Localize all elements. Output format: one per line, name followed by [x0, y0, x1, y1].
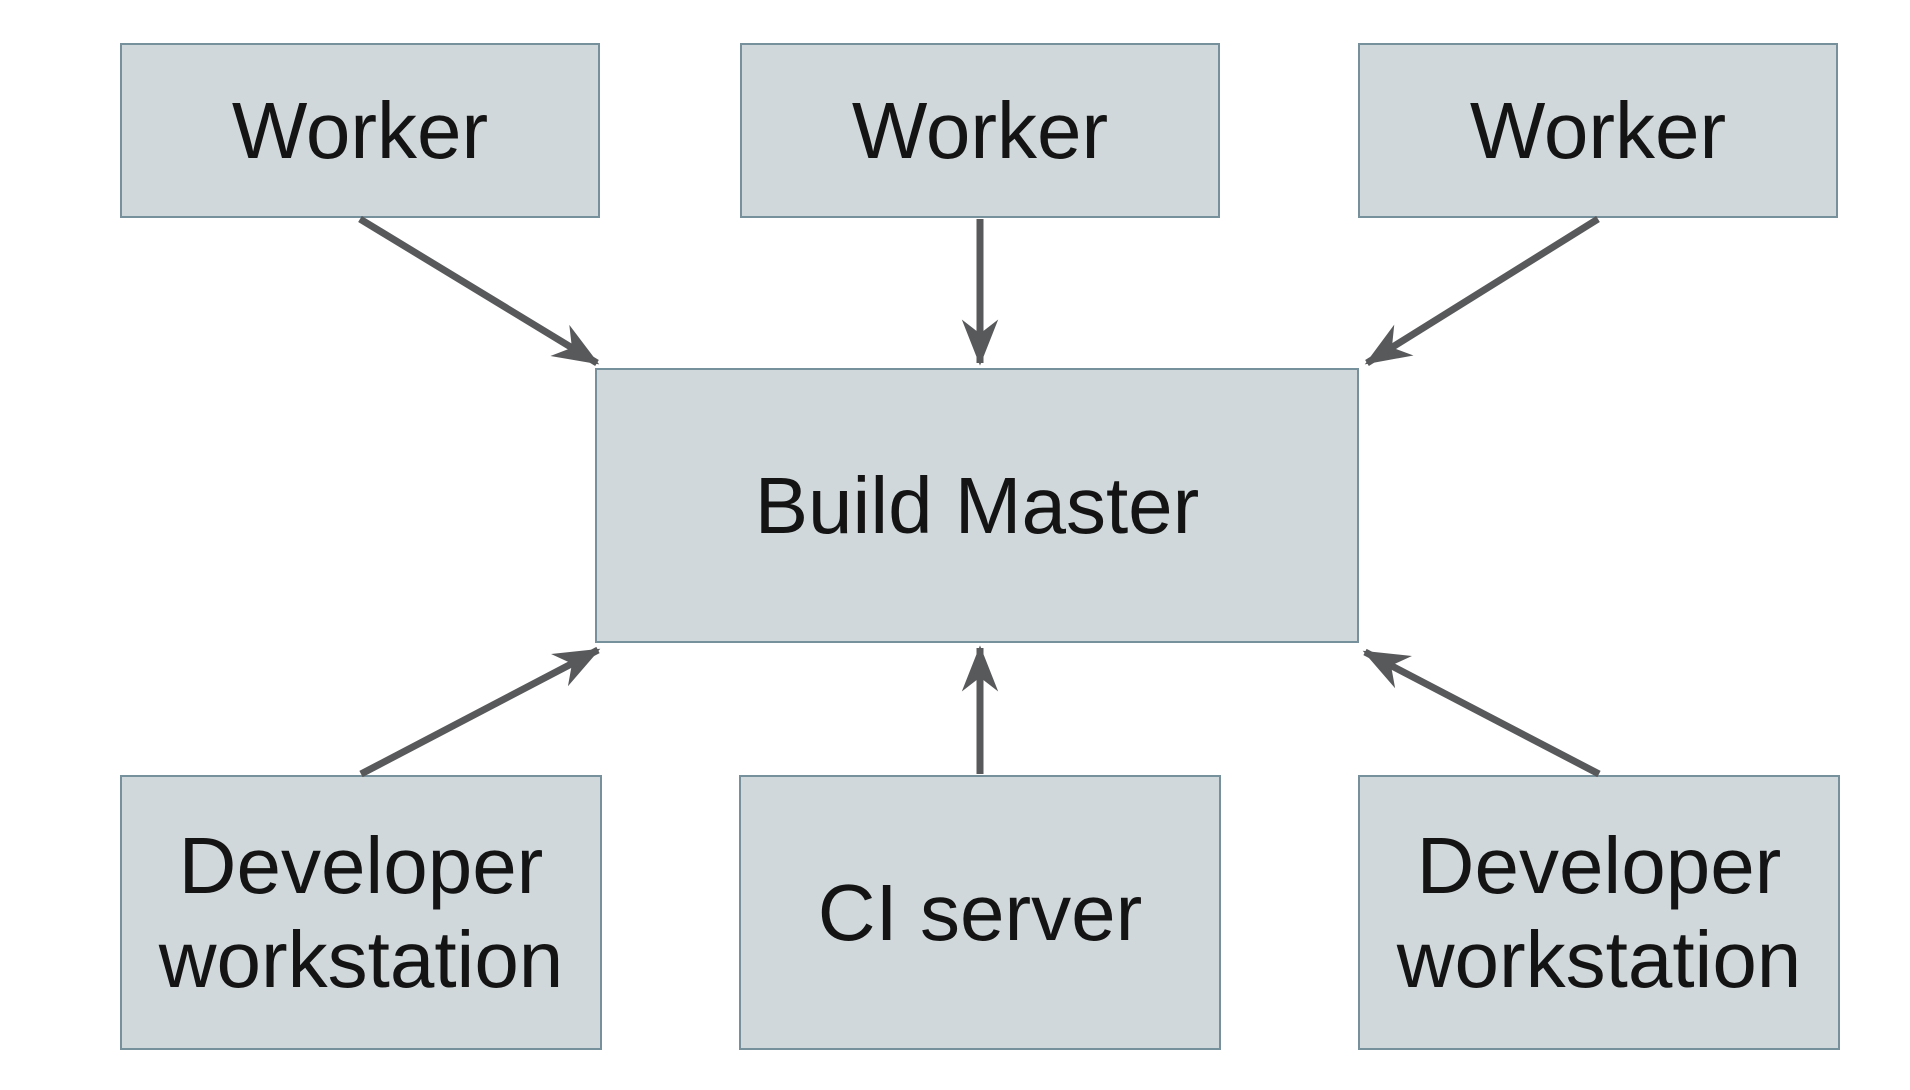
edge-worker-1-to-build-master [358, 216, 600, 366]
node-build-master-label: Build Master [754, 460, 1200, 550]
node-ci-server: CI server [739, 775, 1221, 1050]
node-developer-workstation-right-label: Developer workstation [1396, 820, 1802, 1004]
node-worker-3: Worker [1358, 43, 1838, 218]
edge-dev-workstation-right-to-build-master [1362, 648, 1601, 778]
edge-dev-workstation-left-to-build-master [359, 646, 601, 778]
node-developer-workstation-right: Developer workstation [1358, 775, 1840, 1050]
node-worker-1: Worker [120, 43, 600, 218]
node-worker-2: Worker [740, 43, 1220, 218]
node-worker-2-label: Worker [851, 85, 1109, 175]
edge-worker-3-to-build-master [1364, 216, 1600, 366]
node-developer-workstation-left: Developer workstation [120, 775, 602, 1050]
node-worker-3-label: Worker [1469, 85, 1727, 175]
node-build-master: Build Master [595, 368, 1359, 643]
node-ci-server-label: CI server [817, 867, 1143, 957]
node-developer-workstation-left-label: Developer workstation [158, 820, 564, 1004]
node-worker-1-label: Worker [231, 85, 489, 175]
